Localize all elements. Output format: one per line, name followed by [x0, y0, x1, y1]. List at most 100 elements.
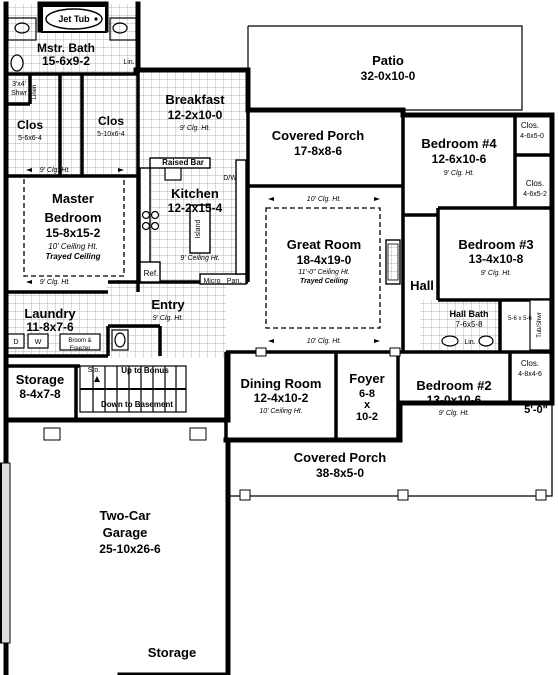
bedroom2-ceiling: 9' Clg. Ht.	[439, 410, 470, 417]
washer-label: W	[35, 339, 42, 346]
master-name2: Bedroom	[44, 210, 101, 225]
master-bath-sinks	[7, 17, 137, 41]
master-bath-lin: Lin.	[123, 59, 134, 66]
master-clg-bottom: 9' Clg. Ht.	[40, 279, 71, 286]
interior-walls	[6, 70, 552, 440]
dining-name: Dining Room	[241, 376, 322, 391]
jet-tub: Jet Tub	[41, 5, 107, 33]
rear-porch-name: Covered Porch	[272, 128, 365, 143]
bedroom4-name: Bedroom #4	[421, 136, 497, 151]
bedroom2-size: 13-0x10-6	[427, 393, 482, 407]
front-porch-name: Covered Porch	[294, 450, 387, 465]
great-room-ceiling2: Trayed Ceiling	[300, 278, 349, 285]
master-clg-top: 9' Clg. Ht.	[40, 167, 71, 174]
great-room-name: Great Room	[287, 237, 361, 252]
bedroom3-size: 13-4x10-8	[469, 252, 524, 266]
kitchen-sink	[164, 167, 182, 181]
bedroom3-name: Bedroom #3	[458, 237, 533, 252]
raised-bar: Raised Bar	[162, 158, 204, 167]
bedroom4-size: 12-6x10-6	[432, 152, 487, 166]
garage-storage-label: Storage	[148, 645, 196, 660]
hall-lin: Lin.	[464, 339, 475, 346]
up-bonus-label: Up to Bonus	[121, 366, 169, 375]
great-clg-top: 10' Clg. Ht.	[307, 196, 341, 203]
shower-name: Shwr	[11, 90, 28, 97]
dining-ceiling: 10' Ceiling Ht.	[259, 408, 302, 415]
bedroom3-ceiling: 9' Clg. Ht.	[481, 270, 512, 277]
clos-left-name: Clos	[17, 118, 43, 132]
master-name1: Master	[52, 191, 94, 206]
hall-bath-size: 7-6x5-8	[455, 320, 483, 329]
garage-size: 25-10x26-6	[99, 542, 161, 556]
tray-ceilings	[23, 175, 400, 440]
clos-b4-size: 4-6x5-0	[520, 133, 544, 140]
entry-ceiling: 9' Clg. Ht.	[153, 315, 184, 322]
dimension-arrows	[26, 168, 380, 382]
clos-b2-size: 4-8x4-6	[518, 371, 542, 378]
sto-label: Sto.	[88, 367, 101, 374]
clos-right-name: Clos	[98, 114, 124, 128]
small-closet-size: 5-6 x 5-6	[508, 316, 532, 322]
fireplace	[385, 239, 401, 285]
laundry-appliances	[7, 333, 101, 351]
storage-name: Storage	[16, 372, 64, 387]
foyer-size2: 10-2	[356, 411, 378, 423]
svg-text:Jet Tub: Jet Tub	[58, 14, 90, 24]
micro-label: Micro	[203, 278, 220, 285]
master-ceiling2: Trayed Ceiling	[46, 252, 101, 261]
clos-right-size: 5-10x6-4	[97, 131, 125, 138]
dim-five-label: 5'-0"	[524, 404, 548, 416]
tile-areas	[4, 4, 500, 358]
clos-b3-size: 4-6x5-2	[523, 191, 547, 198]
hall-bath-fixtures	[441, 299, 551, 351]
kitchen-name: Kitchen	[171, 186, 219, 201]
clos-b4-name: Clos.	[521, 121, 539, 130]
dw-label: D/W	[223, 175, 237, 182]
garage-name1: Two-Car	[99, 508, 150, 523]
clos-b3-name: Clos.	[526, 179, 544, 188]
rear-porch-size: 17-8x8-6	[294, 144, 342, 158]
island-label: Island	[195, 220, 202, 239]
dining-size: 12-4x10-2	[254, 391, 309, 405]
master-size: 15-8x15-2	[46, 226, 101, 240]
master-bath-size: 15-6x9-2	[42, 54, 90, 68]
dryer-label: D	[13, 339, 18, 346]
shower-size: 3'x4'	[12, 81, 26, 88]
tub-shwr-label: Tub/Shwr	[537, 312, 543, 337]
kitchen-size: 12-2x15-4	[168, 201, 223, 215]
great-clg-bottom: 10' Clg. Ht.	[307, 338, 341, 345]
breakfast-size: 12-2x10-0	[168, 108, 223, 122]
freezer-label: Freezer	[70, 346, 91, 352]
breakfast-name: Breakfast	[165, 92, 225, 107]
hall-label: Hall	[410, 278, 434, 293]
breakfast-ceiling: 9' Clg. Ht.	[180, 125, 211, 132]
ref-label: Ref.	[144, 269, 159, 278]
great-room-ceiling: 11'-0" Ceiling Ht.	[298, 269, 350, 276]
laundry-size: 11-8x7-6	[26, 320, 74, 334]
pan-label: Pan.	[227, 278, 241, 285]
patio-size: 32-0x10-0	[361, 69, 416, 83]
kitchen-ceiling: 9' Ceiling Ht.	[180, 255, 220, 262]
stairs	[79, 365, 187, 413]
foyer-name: Foyer	[349, 371, 384, 386]
garage-frame	[0, 462, 11, 644]
clos-b2-name: Clos.	[521, 359, 539, 368]
bedroom4-ceiling: 9' Clg. Ht.	[444, 170, 475, 177]
foyer-x: x	[364, 399, 371, 411]
porch-posts	[43, 347, 547, 501]
laundry-name: Laundry	[24, 306, 76, 321]
garage-name2: Garage	[103, 525, 148, 540]
great-room-size: 18-4x19-0	[297, 253, 352, 267]
master-bath-name: Mstr. Bath	[37, 41, 95, 55]
master-ceiling: 10' Ceiling Ht.	[48, 242, 98, 251]
bedroom2-name: Bedroom #2	[416, 378, 491, 393]
linen-label: Linen	[32, 85, 38, 100]
front-porch	[227, 402, 553, 497]
patio	[247, 25, 523, 111]
clos-left-size: 5-6x6-4	[18, 135, 42, 142]
toilets	[10, 54, 494, 351]
storage-size: 8-4x7-8	[19, 387, 61, 401]
room-labels: Mstr. Bath 15-6x9-2 Lin. Linen 3'x4' Shw…	[11, 41, 548, 660]
broom-label: Broom &	[68, 338, 91, 344]
